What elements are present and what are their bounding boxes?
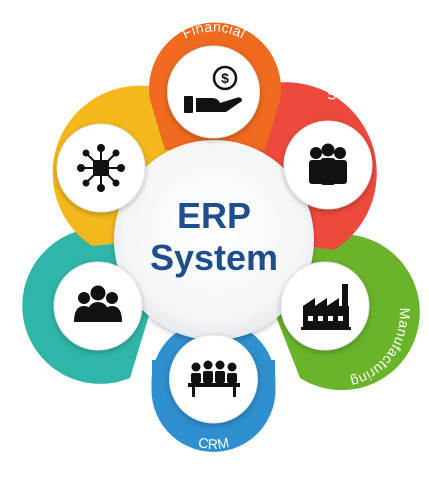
icon-circle-data-warehouse: [56, 123, 146, 213]
people-group-icon: [74, 285, 122, 322]
team-icon: [309, 143, 347, 185]
icon-circle-manufacturing: [280, 261, 370, 351]
meeting-icon: [188, 360, 240, 397]
icon-circle-supply-chain: [283, 120, 373, 210]
hub-title-line2: System: [150, 237, 278, 278]
database-network-icon: [77, 144, 125, 192]
hand-money-icon: $: [184, 65, 242, 113]
icon-circle-financial: $: [167, 45, 260, 139]
factory-icon: [301, 284, 351, 330]
icon-circle-human-resource: [53, 261, 143, 351]
hub-title-line1: ERP: [177, 195, 251, 236]
svg-text:$: $: [221, 70, 229, 86]
icon-circle-crm: [169, 334, 258, 424]
erp-hub: ERP System: [114, 140, 314, 340]
label-crm: CRM: [197, 434, 231, 452]
